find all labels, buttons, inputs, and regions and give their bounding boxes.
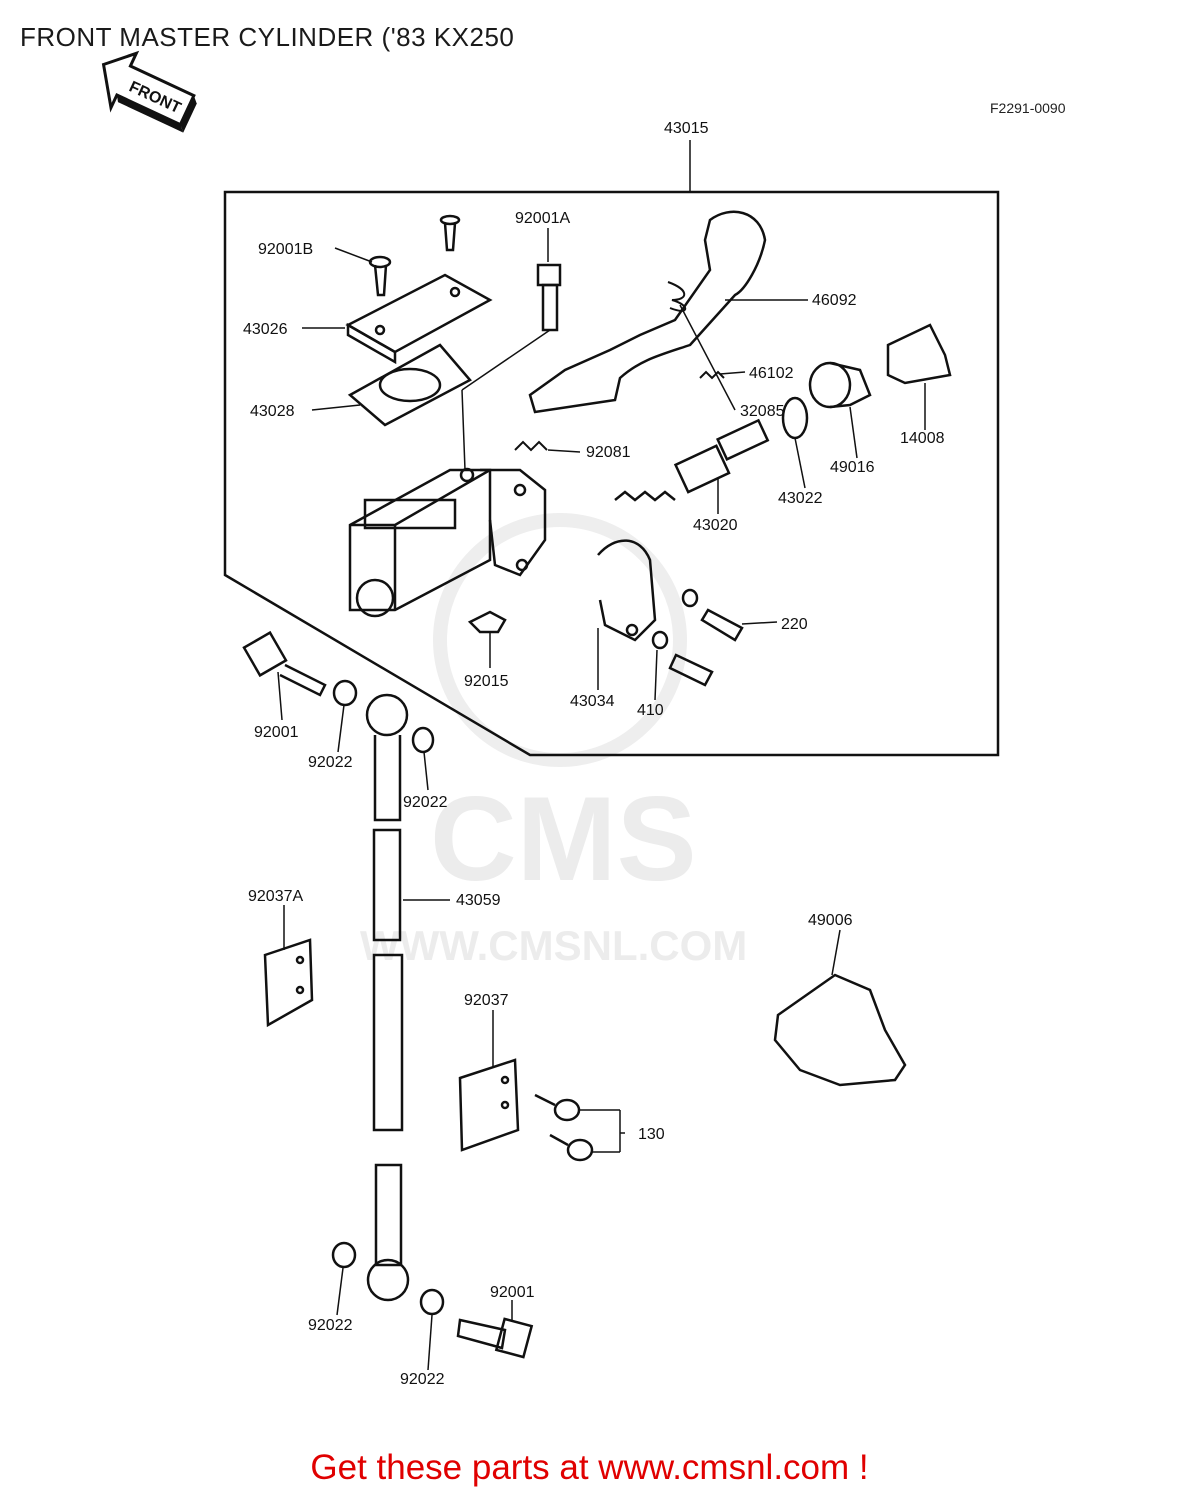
part-label-92001b: 92001B [258,241,313,258]
master-cylinder-body [348,467,547,618]
part-label-410: 410 [637,702,664,719]
crush-washer [332,679,358,707]
piston-assembly [614,418,770,502]
part-labels: 43015 92001A 92001B 46092 43026 46102 43… [243,120,945,1388]
clamp-bolts [534,1093,594,1162]
pivot-spring [514,440,548,452]
part-label-43022: 43022 [778,490,823,507]
part-label-32085: 32085 [740,403,785,420]
part-label-92022-a: 92022 [308,754,353,771]
part-label-49006: 49006 [808,912,853,929]
leader-lines [277,228,926,1371]
part-label-92001a: 92001A [515,210,570,227]
part-label-49016: 49016 [830,459,875,476]
part-label-220: 220 [781,616,808,633]
watermark-brand: CMS [430,772,697,906]
hose-clamp [458,1058,520,1152]
cms-watermark: CMS WWW.CMSNL.COM [360,513,747,969]
brake-lever [528,210,767,414]
front-arrow-icon: FRONT [101,50,197,133]
part-label-43015: 43015 [664,120,709,137]
part-label-43020: 43020 [693,517,738,534]
part-label-43028: 43028 [250,403,295,420]
banjo-bolt-top [242,630,327,697]
reservoir-gasket [347,343,472,427]
part-label-14008: 14008 [900,430,945,447]
crush-washer [331,1241,357,1269]
part-label-46102: 46102 [749,365,794,382]
part-label-92001-top: 92001 [254,724,299,741]
clamp-bolt [651,588,744,687]
part-label-92022-c: 92022 [308,1317,353,1334]
cap-washer [467,610,507,634]
page-title: FRONT MASTER CYLINDER ('83 KX250 [20,22,515,52]
cap-screw [368,214,461,297]
figure-reference: F2291-0090 [990,100,1066,116]
part-label-92022-b: 92022 [403,794,448,811]
boot-cover [886,323,952,385]
part-label-92022-d: 92022 [400,1371,445,1388]
part-label-92037a: 92037A [248,888,303,905]
assembly-frame [223,190,1000,757]
part-label-43026: 43026 [243,321,288,338]
crush-washer [411,726,435,754]
hose-clamp [263,938,314,1028]
part-label-92081: 92081 [586,444,631,461]
reservoir-cap [345,273,493,365]
dust-boot [808,361,872,409]
crush-washer [419,1288,445,1316]
banjo-bolt-bottom [456,1317,534,1359]
clip [667,281,687,312]
part-label-130: 130 [638,1126,665,1143]
lever-guard [773,973,907,1087]
handlebar-clamp [597,539,657,642]
part-label-46092: 46092 [812,292,857,309]
part-label-43059: 43059 [456,892,501,909]
watermark-url: WWW.CMSNL.COM [360,922,747,969]
part-label-43034: 43034 [570,693,615,710]
footer-link-text[interactable]: Get these parts at www.cmsnl.com ! [310,1448,869,1487]
adjuster-spring [699,370,725,380]
washer [781,396,809,440]
part-label-92037: 92037 [464,992,509,1009]
brake-hose [365,693,410,1302]
pivot-bolt [536,263,562,332]
part-label-92001-bottom: 92001 [490,1284,535,1301]
part-label-92015: 92015 [464,673,509,690]
